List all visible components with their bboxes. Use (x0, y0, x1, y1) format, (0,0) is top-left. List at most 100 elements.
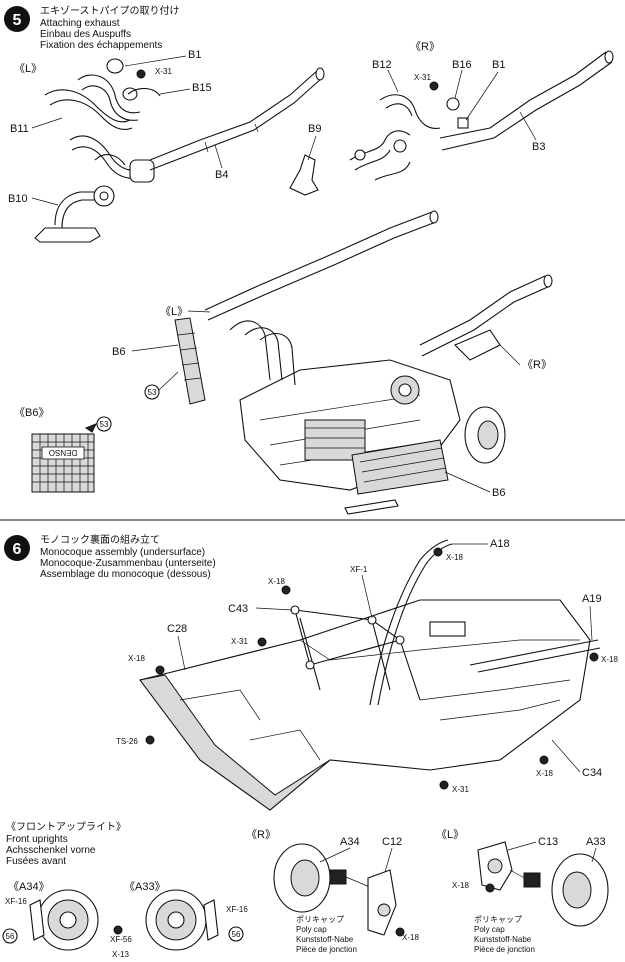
label-c34: C34 (582, 767, 602, 779)
part-b15-pipe (127, 88, 161, 97)
label-b4: B4 (215, 169, 228, 181)
step-6-title-de: Monocoque-Zusammenbau (unterseite) (40, 558, 216, 569)
polycap-r-en: Poly cap (296, 925, 327, 934)
step-6-number: 6 (13, 541, 22, 558)
paint-dot-c34 (539, 755, 549, 765)
step-5-number: 5 (13, 12, 22, 29)
step-5-badge (4, 6, 30, 32)
front-title-de: Achsschenkel vorne (6, 845, 96, 856)
left-side-label: 《L》 (14, 62, 42, 75)
frame-c43 (290, 605, 421, 701)
radiator-b6-right (344, 439, 449, 515)
label-a34: A34 (340, 836, 360, 848)
paint-dot-c28 (155, 665, 165, 675)
label-x18-e: X-18 (536, 769, 553, 778)
decal-56-a: 56 (6, 932, 15, 941)
step-5-title-en: Attaching exhaust (40, 18, 120, 29)
step-6: 6 モノコック裏面の組み立て Monocoque assembly (under… (4, 533, 618, 811)
label-xf16-b: XF-16 (226, 905, 248, 914)
polycap-r-jp: ポリキャップ (296, 915, 344, 924)
step-5-title-jp: エキゾーストパイプの取り付け (40, 4, 180, 17)
label-b9: B9 (308, 123, 321, 135)
paint-x31-dot-right (429, 81, 439, 91)
paint-dot-ts26 (145, 735, 155, 745)
front-title-fr: Fusées avant (6, 856, 66, 867)
polycap-r-fr: Pièce de jonction (296, 945, 357, 954)
label-c43: C43 (228, 603, 248, 615)
roll-hoop-a18 (369, 539, 453, 706)
a34-detail-title: 《A34》 (8, 880, 50, 893)
label-ts26: TS-26 (116, 737, 138, 746)
polycap-l-jp: ポリキャップ (474, 915, 522, 924)
assembly-left-label: 《L》 (160, 305, 188, 318)
paint-dot-x31b (439, 780, 449, 790)
decal-53-label: 53 (148, 388, 157, 397)
step-5-title-fr: Fixation des échappements (40, 40, 162, 51)
paint-dot-x18-l (485, 883, 495, 893)
assembly-right-label: 《R》 (522, 358, 552, 371)
bracket-b9 (289, 154, 319, 196)
inset-decal-number: 53 (100, 420, 109, 429)
brake-disc-a33 (145, 889, 219, 951)
label-xf56: XF-56 (110, 935, 132, 944)
label-a19: A19 (582, 593, 602, 605)
part-b1-bushing (106, 58, 124, 74)
label-xf16-a: XF-16 (5, 897, 27, 906)
decal-56-marker-a (2, 928, 18, 944)
monocoque-undertray (139, 599, 591, 811)
right-upright-label: 《R》 (246, 828, 276, 841)
paint-dot-x18-r (395, 927, 405, 937)
radiator-b6-left (174, 317, 206, 405)
upright-right-exploded (273, 843, 397, 936)
label-c13: C13 (538, 836, 558, 848)
label-x18-a: X-18 (446, 553, 463, 562)
polycap-l-en: Poly cap (474, 925, 505, 934)
brake-disc-a34 (29, 889, 99, 951)
label-c12: C12 (382, 836, 402, 848)
step-5-title-de: Einbau des Auspuffs (40, 29, 131, 40)
step-6-title-en: Monocoque assembly (undersurface) (40, 547, 205, 558)
rod-a19 (469, 639, 601, 673)
label-b3: B3 (532, 141, 545, 153)
inset-decal-text: DENSO (49, 448, 77, 457)
paint-dot-xf56 (113, 925, 123, 935)
decal-53-marker (144, 384, 160, 400)
label-b15: B15 (192, 82, 212, 94)
label-x31-right: X-31 (414, 73, 431, 82)
label-b12: B12 (372, 59, 392, 71)
paint-dot-a19 (589, 652, 599, 662)
label-x31: X-31 (155, 67, 172, 76)
right-exhaust-headers (349, 94, 469, 181)
front-uprights-section: 《フロントアップライト》 Front uprights Achsschenkel… (2, 821, 609, 959)
label-b6: B6 (112, 346, 125, 358)
label-b1: B1 (188, 49, 201, 61)
inset-arrow (84, 423, 98, 433)
polycap-l-fr: Pièce de jonction (474, 945, 535, 954)
right-side-label: 《R》 (410, 40, 440, 53)
label-b6-right: B6 (492, 487, 505, 499)
label-x31: X-31 (231, 637, 248, 646)
label-a18: A18 (490, 538, 510, 550)
a33-detail-title: 《A33》 (124, 880, 166, 893)
left-upright-label: 《L》 (436, 828, 464, 841)
label-c28: C28 (167, 623, 187, 635)
label-x18-d: X-18 (601, 655, 618, 664)
front-title-en: Front uprights (6, 834, 68, 845)
decal-56-b: 56 (232, 930, 241, 939)
label-x18-l: X-18 (452, 881, 469, 890)
label-x13: X-13 (112, 950, 129, 959)
label-xf1: XF-1 (350, 565, 368, 574)
upright-left-exploded (477, 841, 609, 927)
polycap-l-de: Kunststoff-Nabe (474, 935, 532, 944)
exhaust-pipe-b4 (149, 67, 325, 171)
paint-x31-dot (136, 69, 146, 79)
label-b10: B10 (8, 193, 28, 205)
polycap-r-de: Kunststoff-Nabe (296, 935, 354, 944)
engine-assembly (204, 210, 553, 491)
label-b1-right: B1 (492, 59, 505, 71)
label-b16: B16 (452, 59, 472, 71)
paint-dot-x31 (257, 637, 267, 647)
paint-dot-a18 (433, 547, 443, 557)
front-title-jp: 《フロントアップライト》 (6, 821, 126, 833)
inset-b6-title: 《B6》 (14, 406, 49, 419)
